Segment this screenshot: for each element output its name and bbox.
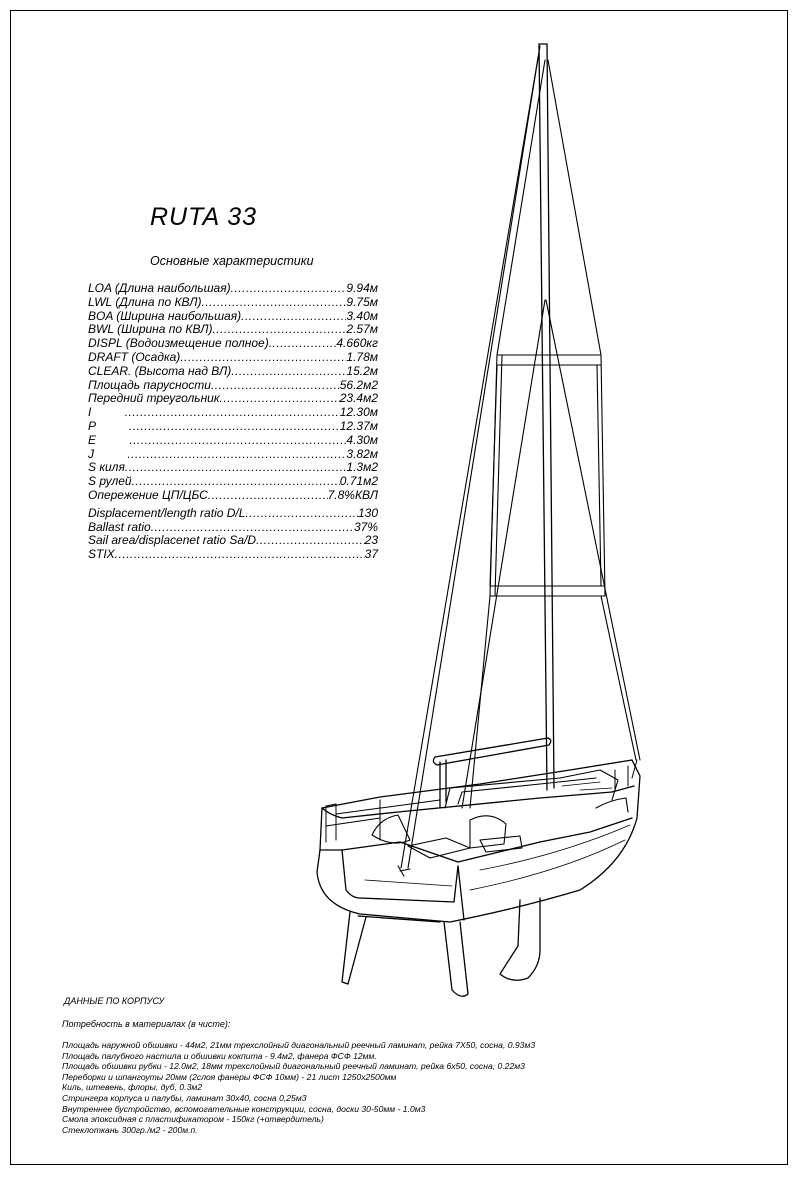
spec-value: 15.2м [346, 363, 378, 378]
spec-value: 56.2м2 [339, 377, 378, 392]
boom [432, 737, 552, 809]
spec-value: 37 [364, 547, 378, 562]
spec-row: Площадь парусности 56.2м2 [88, 377, 378, 393]
spec-value: 0.71м2 [339, 474, 378, 489]
spec-row: BWL (Ширина по КВЛ) 2.57м [88, 323, 378, 337]
spec-label: Ballast ratio [88, 519, 151, 534]
spec-label: BWL (Ширина по КВЛ) [88, 322, 213, 337]
rigging-stays [400, 45, 641, 869]
hull-data-subtitle: Потребность в материалах (в чисте): [62, 1019, 231, 1029]
spec-label: S рулей [88, 474, 132, 489]
specs-list: LOA (Длина наибольшая) 9.94м LWL (Длина п… [88, 281, 378, 562]
spec-label: S киля [88, 460, 125, 475]
specs-subtitle: Основные характеристики [150, 254, 314, 268]
spec-label: P [88, 418, 129, 433]
spec-row: Передний треугольник 23.4м2 [88, 392, 378, 406]
mast [538, 43, 555, 791]
spec-label: CLEAR. (Высота над ВЛ) [88, 363, 232, 378]
spec-row: DRAFT (Осадка) 1.78м [88, 349, 378, 365]
spec-row: DISPL (Водоизмещение полное) 4.660кг [88, 336, 378, 351]
spec-value: 23 [364, 533, 378, 548]
drawing-frame [10, 10, 788, 1165]
spec-label: STIX [88, 547, 115, 562]
spec-row: I 12.30м [88, 405, 378, 420]
hull-materials-list: Площадь наружной обшивки - 44м2, 21мм тр… [62, 1040, 762, 1135]
spec-row: BOA (Ширина наибольшая) 3.40м [88, 308, 378, 324]
spec-value: 12.37м [339, 418, 378, 433]
spec-label: I [88, 405, 125, 420]
spec-label: Передний треугольник [88, 391, 220, 406]
spec-label: DRAFT (Осадка) [88, 349, 181, 364]
spec-label: Опережение ЦП/ЦБС [88, 487, 208, 502]
spec-value: 2.57м [346, 322, 378, 337]
spec-label: LOA (Длина наибольшая) [88, 281, 231, 295]
spec-row: LWL (Длина по КВЛ) 9.75м [88, 294, 378, 310]
spec-value: 7.8%КВЛ [327, 487, 378, 502]
spec-row: E 4.30м [88, 432, 378, 448]
spec-value: 23.4м2 [339, 391, 378, 406]
spec-label: Sail area/displacenet ratio Sa/D [88, 533, 257, 548]
spec-value: 9.94м [346, 281, 378, 295]
materials-item: Киль, штевень, флоры, дуб, 0.3м2 [62, 1082, 203, 1093]
lifelines [325, 759, 638, 843]
spec-row: P 12.37м [88, 418, 378, 434]
spec-label: E [88, 432, 130, 447]
cabin [371, 769, 629, 877]
spec-value: 9.75м [346, 294, 378, 309]
materials-item: Стеклоткань 300гр./м2 - 200м.п. [62, 1124, 198, 1135]
spec-value: 12.30м [339, 405, 378, 420]
spec-row: J 3.82м [88, 446, 378, 462]
spec-value: 4.30м [346, 432, 378, 447]
spec-row: S киля 1.3м2 [88, 461, 378, 475]
spec-label: DISPL (Водоизмещение полное) [88, 336, 269, 351]
spec-value: 3.82м [346, 446, 378, 461]
rudder [499, 897, 541, 981]
spec-row: S рулей 0.71м2 [88, 474, 378, 489]
spec-row: Ballast ratio 37% [88, 519, 378, 535]
spec-row: LOA (Длина наибольшая) 9.94м [88, 281, 378, 296]
materials-item: Переборки и шпангоуты 20мм (2слоя фанеры… [62, 1071, 397, 1082]
spec-label: Площадь парусности [88, 377, 211, 392]
spec-value: 1.3м2 [346, 460, 378, 475]
spec-row: Displacement/length ratio D/L 130 [88, 505, 378, 521]
materials-item: Площадь палубного настила и обшивки кокп… [62, 1050, 377, 1061]
spec-value: 130 [357, 505, 378, 520]
materials-item: Площадь обшивки рубки - 12.0м2, 18мм тре… [62, 1061, 525, 1072]
keel [341, 911, 469, 997]
spec-row: Sail area/displacenet ratio Sa/D 23 [88, 534, 378, 548]
spec-value: 1.78м [346, 349, 378, 364]
spec-label: LWL (Длина по КВЛ) [88, 294, 202, 309]
spec-row: CLEAR. (Высота над ВЛ) 15.2м [88, 363, 378, 379]
boat-title: RUTA 33 [150, 203, 258, 231]
spec-label: Displacement/length ratio D/L [88, 505, 246, 520]
materials-item: Смола эпоксидная с пластификатором - 150… [62, 1114, 324, 1125]
hull-data-title: ДАННЫЕ ПО КОРПУСУ [64, 996, 165, 1006]
spec-value: 37% [353, 519, 378, 534]
spec-label: J [88, 446, 128, 461]
spec-row: STIX 37 [88, 547, 378, 562]
spec-row: Опережение ЦП/ЦБС 7.8%КВЛ [88, 487, 378, 503]
spec-value: 4.660кг [336, 336, 378, 351]
materials-item: Площадь наружной обшивки - 44м2, 21мм тр… [62, 1040, 536, 1050]
spec-value: 3.40м [346, 308, 378, 323]
spec-label: BOA (Ширина наибольшая) [88, 308, 242, 323]
hull [316, 759, 641, 923]
materials-item: Внутреннее бустройство, вспомогательные … [62, 1103, 426, 1114]
spreader-rig [489, 354, 606, 597]
materials-item: Стрингера корпуса и палубы, ламинат 30х4… [62, 1092, 307, 1103]
